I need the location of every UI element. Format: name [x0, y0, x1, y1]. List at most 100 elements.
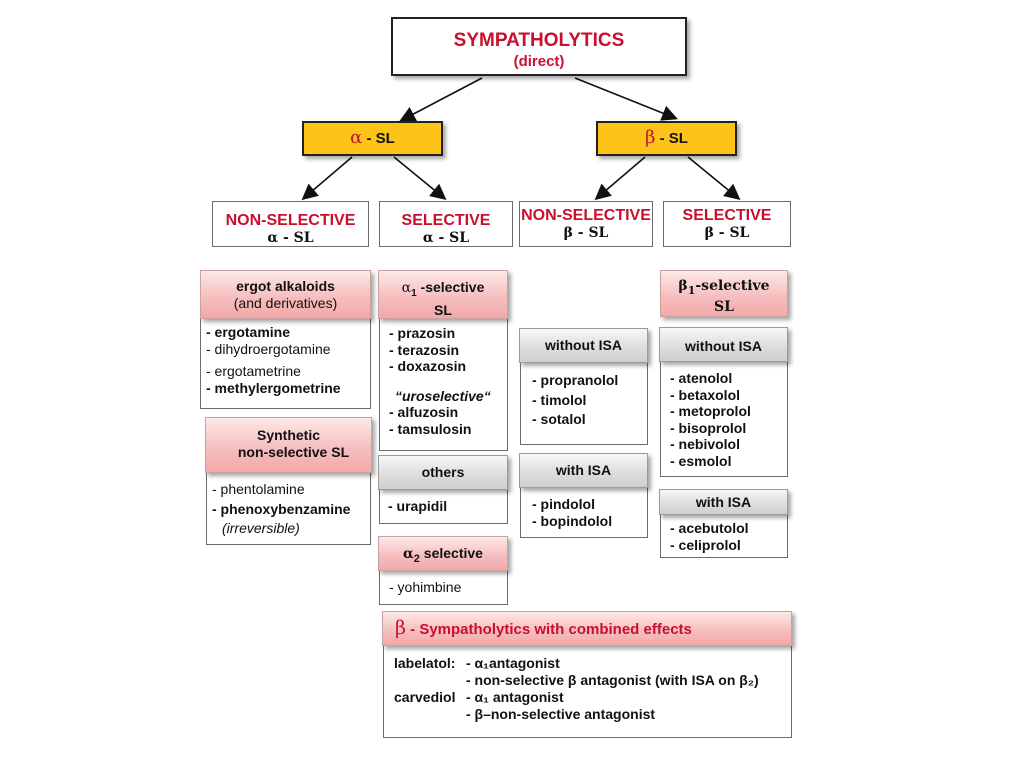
- alpha-selective-title: SELECTIVE: [401, 212, 491, 229]
- beta-sel-without-list: - atenolol - betaxolol - metoprolol - bi…: [670, 370, 751, 469]
- beta-nonsel-without-list: - propranolol - timolol - sotalol: [532, 371, 618, 430]
- list-item: - bisoprolol: [670, 419, 747, 436]
- list-item: - tamsulosin: [389, 420, 472, 437]
- list-item: - methylergometrine: [206, 379, 341, 396]
- uroselective-label: “uroselective“: [395, 387, 491, 404]
- synthetic-header: Synthetic non-selective SL: [205, 417, 372, 473]
- labetalol-row-2: - non-selective β antagonist (with ISA o…: [394, 672, 759, 689]
- alpha2-header-title: α2 selective: [379, 545, 507, 568]
- alpha2-header: α2 selective: [378, 536, 508, 571]
- beta-nonsel-with-header: with ISA: [519, 453, 648, 488]
- carvediol-effect-2: - β–non-selective antagonist: [466, 706, 656, 722]
- alpha2-list: - yohimbine: [389, 579, 461, 596]
- beta1-header-sub: SL: [714, 298, 734, 315]
- list-item: - timolol: [532, 391, 587, 408]
- beta-sel-with-header: with ISA: [659, 489, 788, 515]
- beta-nonsel-without-list-box: [520, 362, 648, 445]
- beta1-header-title: β1-selective: [661, 278, 787, 299]
- list-item: - acebutolol: [670, 520, 749, 536]
- alpha-symbol: α: [350, 127, 363, 148]
- list-item: - phentolamine: [212, 481, 305, 497]
- alpha2-symbol: α: [403, 546, 414, 562]
- beta1-subscript: 1: [687, 283, 696, 297]
- combined-content: labelatol: - α₁antagonist - non-selectiv…: [394, 655, 759, 723]
- list-item: - bopindolol: [532, 512, 613, 529]
- list-item: - sotalol: [532, 411, 586, 427]
- combined-list-box: [383, 645, 792, 738]
- list-item: - metoprolol: [670, 403, 751, 419]
- others-list-box: [379, 489, 508, 524]
- list-item: - nebivolol: [670, 436, 740, 452]
- labetalol-effect-2: - non-selective β antagonist (with ISA o…: [466, 672, 759, 688]
- list-item: (irreversible): [222, 520, 300, 536]
- beta-nonsel-with-list-box: [520, 487, 648, 538]
- beta-selective-box: SELECTIVE β - SL: [663, 201, 791, 247]
- alpha1-subscript: 1: [411, 287, 417, 299]
- list-item: - propranolol: [532, 372, 619, 388]
- beta-nonsel-with-list: - pindolol - bopindolol: [532, 496, 612, 529]
- alpha-sl-label: - SL: [366, 130, 395, 147]
- arrow-root-to-alpha: [399, 77, 483, 122]
- alpha2-subscript: 2: [413, 552, 420, 565]
- alpha-sl-box: α - SL: [302, 121, 443, 156]
- beta-sl-label: - SL: [659, 130, 688, 147]
- combined-header: β - Sympatholytics with combined effects: [382, 611, 792, 646]
- ergot-header-sub: (and derivatives): [233, 295, 338, 311]
- list-item: - dihydroergotamine: [206, 340, 331, 357]
- list-item: - alfuzosin: [389, 404, 459, 420]
- list-item: - phenoxybenzamine: [212, 500, 351, 517]
- ergot-list: - ergotamine - dihydroergotamine - ergot…: [206, 324, 341, 396]
- beta-sl-box: β - SL: [596, 121, 737, 156]
- carvediol-label: carvediol: [394, 689, 456, 705]
- beta-symbol: β: [645, 127, 656, 148]
- list-item: - terazosin: [389, 341, 460, 358]
- synthetic-header-title: Synthetic: [256, 427, 320, 443]
- arrow-alpha-to-sel: [393, 156, 447, 201]
- list-item: - urapidil: [388, 498, 448, 514]
- labetalol-effect-1: - α₁antagonist: [466, 655, 560, 671]
- alpha-selective-box: SELECTIVE α - SL: [379, 201, 513, 247]
- carvediol-row-1: carvediol - α₁ antagonist: [394, 689, 759, 706]
- beta-sel-with-list: - acebutolol - celiprolol: [670, 520, 749, 553]
- alpha1-symbol: α: [401, 280, 412, 296]
- beta-sel-without-list-box: [660, 361, 788, 477]
- list-item: - doxazosin: [389, 358, 467, 374]
- beta1-header-text: -selective: [695, 278, 770, 294]
- alpha1-list: - prazosin - terazosin - doxazosin “uros…: [389, 325, 491, 437]
- alpha-selective-sub: α - SL: [422, 230, 470, 246]
- beta1-symbol: β: [678, 278, 688, 294]
- list-item: - betaxolol: [670, 386, 741, 403]
- root-title: SYMPATHOLYTICS: [453, 30, 625, 51]
- labetalol-row-1: labelatol: - α₁antagonist: [394, 655, 759, 672]
- ergot-header-title: ergot alkaloids: [236, 278, 335, 294]
- alpha-nonselective-box: NON-SELECTIVE α - SL: [212, 201, 369, 247]
- synthetic-header-sub: non-selective SL: [237, 444, 350, 460]
- labetalol-label: labelatol:: [394, 655, 456, 671]
- beta1-header: β1-selective SL: [660, 270, 788, 317]
- arrow-alpha-to-nonsel: [301, 156, 353, 201]
- alpha1-header-text: -selective: [416, 279, 485, 295]
- arrow-beta-to-sel: [687, 156, 741, 201]
- beta-selective-title: SELECTIVE: [682, 207, 772, 224]
- list-item: - ergotamine: [206, 324, 291, 340]
- alpha1-header: α1 -selective SL: [378, 270, 508, 319]
- beta-nonselective-title: NON-SELECTIVE: [521, 207, 651, 224]
- alpha1-header-title: α1 -selective: [379, 279, 507, 302]
- synthetic-list: - phentolamine - phenoxybenzamine (irrev…: [212, 480, 350, 539]
- carvediol-effect-1: - α₁ antagonist: [466, 689, 564, 705]
- beta-sel-without-header: without ISA: [659, 327, 788, 362]
- list-item: - pindolol: [532, 496, 595, 512]
- carvediol-row-2: - β–non-selective antagonist: [394, 706, 759, 723]
- alpha2-header-text: selective: [419, 545, 483, 561]
- list-item: - celiprolol: [670, 536, 741, 553]
- beta-nonsel-without-header: without ISA: [519, 328, 648, 363]
- root-subtitle: (direct): [513, 53, 565, 70]
- list-item: - ergotametrine: [206, 363, 301, 379]
- list-item: - esmolol: [670, 452, 732, 469]
- beta-nonselective-sub: β - SL: [563, 225, 609, 241]
- combined-beta-symbol: β: [395, 617, 406, 639]
- alpha-nonselective-sub: α - SL: [267, 230, 314, 246]
- combined-header-text: - Sympatholytics with combined effects: [405, 621, 692, 638]
- arrow-root-to-beta: [574, 77, 678, 121]
